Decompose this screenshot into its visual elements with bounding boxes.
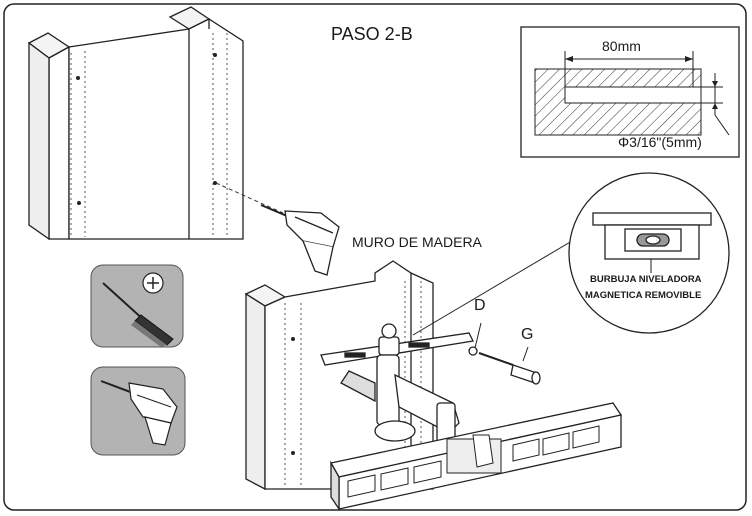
washer-g [510,364,541,385]
drill-depth-figure [534,51,730,136]
lower-stud-holes [291,337,295,455]
callout-g-leader [522,346,529,362]
drill-diameter-label: Φ3/16"(5mm) [618,134,702,150]
part-d-label: D [474,297,486,314]
upper-wall-stud [27,6,244,241]
screwdriver-icon [90,264,184,348]
bubble-leader-line [412,224,600,336]
bubble-level-label-line1: BURBUJA NIVELADORA [590,274,702,285]
drill-illustration [260,204,340,276]
callout-d-leader [474,322,482,349]
power-drill-icon [90,366,186,456]
part-g-label: G [521,326,534,343]
articulating-arm [340,354,460,444]
bubble-level-icon [592,212,712,273]
step-title: PASO 2-B [331,24,413,44]
drill-depth-label: 80mm [602,38,641,54]
rail-slots [347,425,600,498]
wall-plate [320,323,474,366]
upper-stud-dotted-lines [70,33,228,237]
drill-guide-line [215,182,284,214]
diagram-canvas [3,3,747,511]
wood-wall-label: MURO DE MADERA [352,234,482,250]
bubble-level-label-line2: MAGNETICA REMOVIBLE [585,290,702,301]
upper-stud-holes [76,53,217,205]
diagram-border [3,3,747,511]
lag-bolt-d [468,346,514,366]
